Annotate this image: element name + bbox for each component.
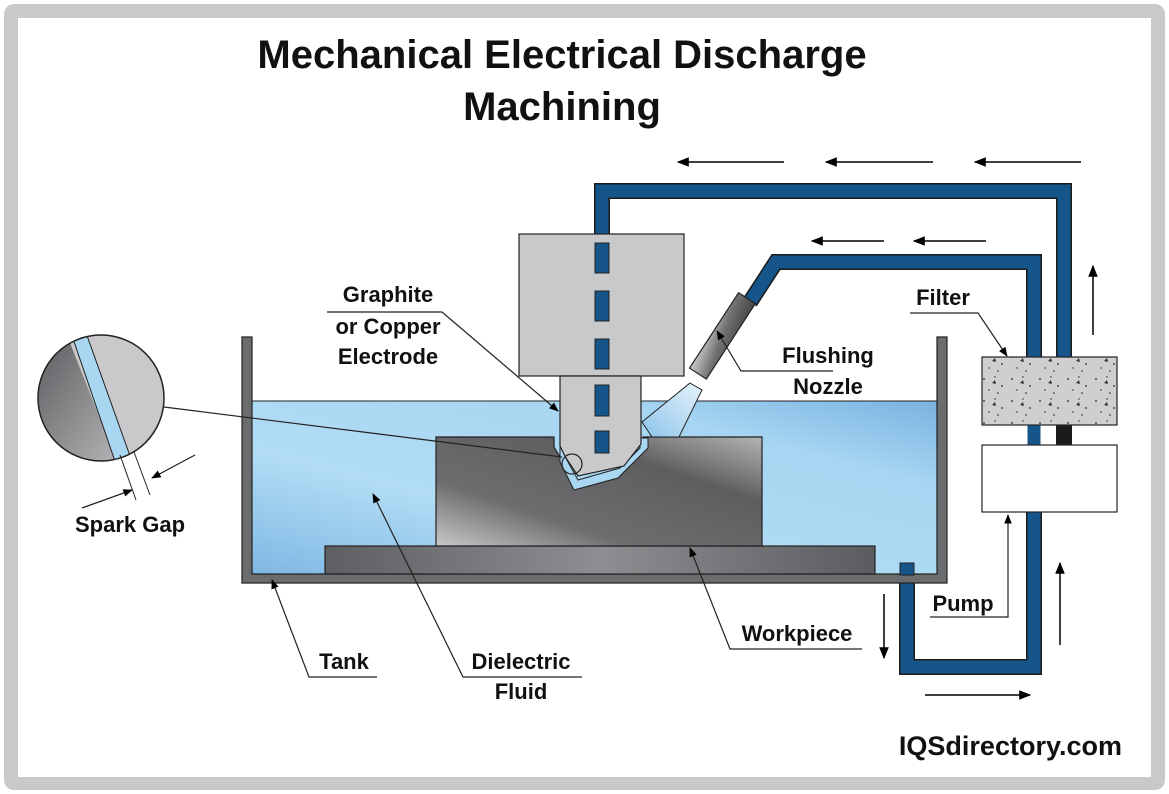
flow-arrows-top xyxy=(676,157,1098,700)
label-flushing-nozzle: Flushing Nozzle xyxy=(716,330,874,399)
label-tank: Tank xyxy=(271,579,377,678)
svg-text:Pump: Pump xyxy=(932,591,993,616)
svg-text:Spark Gap: Spark Gap xyxy=(75,512,185,537)
spark-gap-film xyxy=(559,437,649,491)
electrode xyxy=(559,375,642,477)
workpiece-base xyxy=(324,545,876,575)
label-pump: Pump xyxy=(930,514,1012,618)
svg-text:Tank: Tank xyxy=(319,649,369,674)
svg-text:Flushing: Flushing xyxy=(782,343,874,368)
drain-outlet xyxy=(899,562,915,576)
electrode-channel xyxy=(594,242,610,454)
label-dielectric-fluid: Dielectric Fluid xyxy=(372,493,582,704)
svg-text:Fluid: Fluid xyxy=(495,679,548,704)
tank xyxy=(241,336,948,584)
title-line-1: Mechanical Electrical Discharge xyxy=(257,33,866,77)
svg-text:Electrode: Electrode xyxy=(338,344,438,369)
flushing-spray xyxy=(641,382,703,438)
spark-gap-spot xyxy=(561,453,583,475)
svg-text:Graphite: Graphite xyxy=(343,282,433,307)
brand-watermark: IQSdirectory.com xyxy=(899,731,1122,761)
svg-text:Workpiece: Workpiece xyxy=(742,621,853,646)
title-line-2: Machining xyxy=(463,85,661,129)
svg-text:Dielectric: Dielectric xyxy=(471,649,570,674)
label-electrode: Graphite or Copper Electrode xyxy=(327,282,559,412)
filter xyxy=(981,356,1118,426)
svg-text:or Copper: or Copper xyxy=(335,314,441,339)
label-spark-gap: Spark Gap xyxy=(75,512,185,537)
outer-pipe-fill xyxy=(595,184,1071,360)
flushing-pipe-fill xyxy=(744,255,1041,360)
pump xyxy=(981,444,1118,513)
svg-text:Nozzle: Nozzle xyxy=(793,374,863,399)
drain-pipe xyxy=(900,512,1041,674)
label-workpiece: Workpiece xyxy=(689,547,862,650)
svg-text:Filter: Filter xyxy=(916,285,970,310)
label-filter: Filter xyxy=(910,285,1008,357)
